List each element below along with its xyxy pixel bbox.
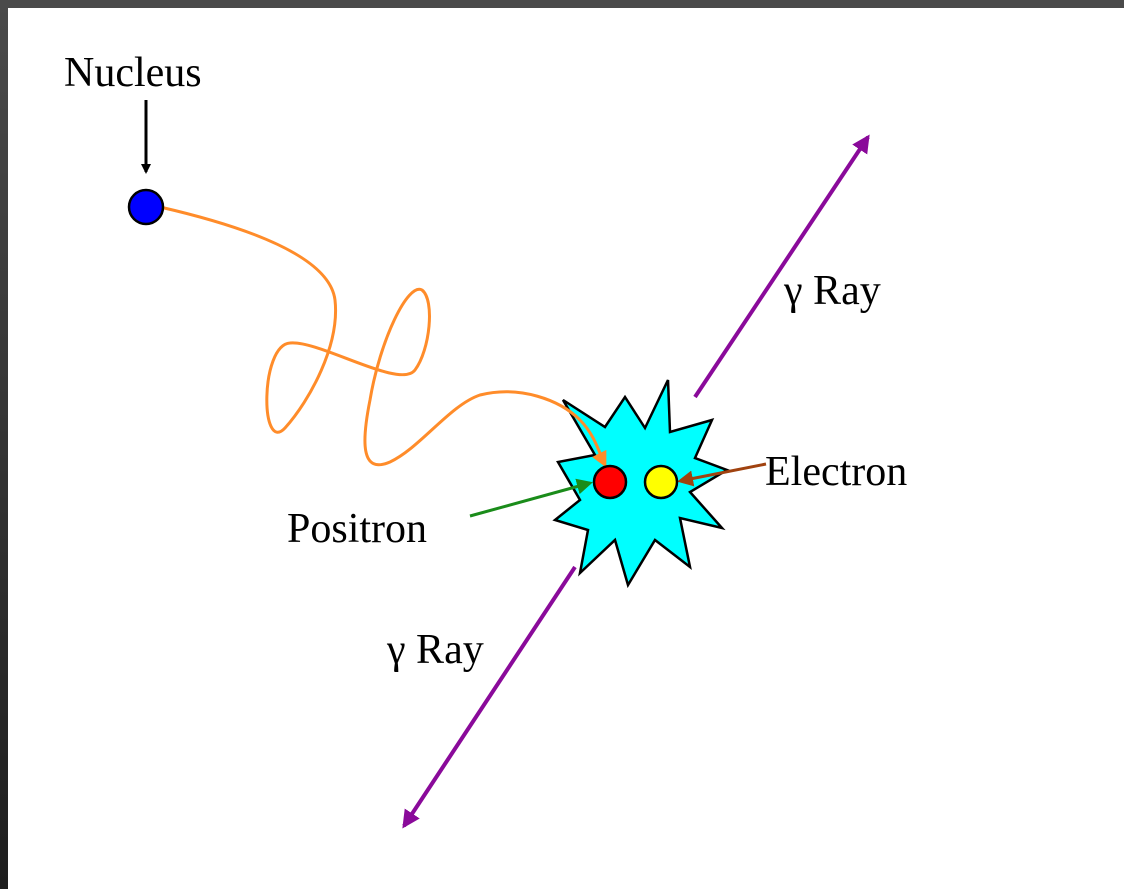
gamma-ray-bottom-arrow — [402, 565, 577, 829]
annihilation-burst — [552, 379, 730, 589]
annihilation-diagram — [127, 100, 870, 829]
electron-particle — [643, 464, 679, 500]
positron-pointer-arrow — [469, 478, 593, 518]
positron-particle — [592, 464, 628, 500]
gamma-ray-bottom-label: γ Ray — [387, 627, 484, 673]
positron-label: Positron — [287, 506, 428, 552]
nucleus-particle — [127, 188, 165, 226]
electron-pointer-arrow — [677, 462, 767, 487]
positron-path — [159, 205, 607, 468]
gamma-ray-top-label: γ Ray — [784, 268, 881, 314]
nucleus-label: Nucleus — [64, 50, 202, 96]
gamma-ray-top-arrow — [693, 134, 870, 399]
diagram-canvas: Nucleus γ Ray Electron Positron γ Ray — [8, 8, 1124, 889]
electron-label: Electron — [765, 449, 908, 495]
